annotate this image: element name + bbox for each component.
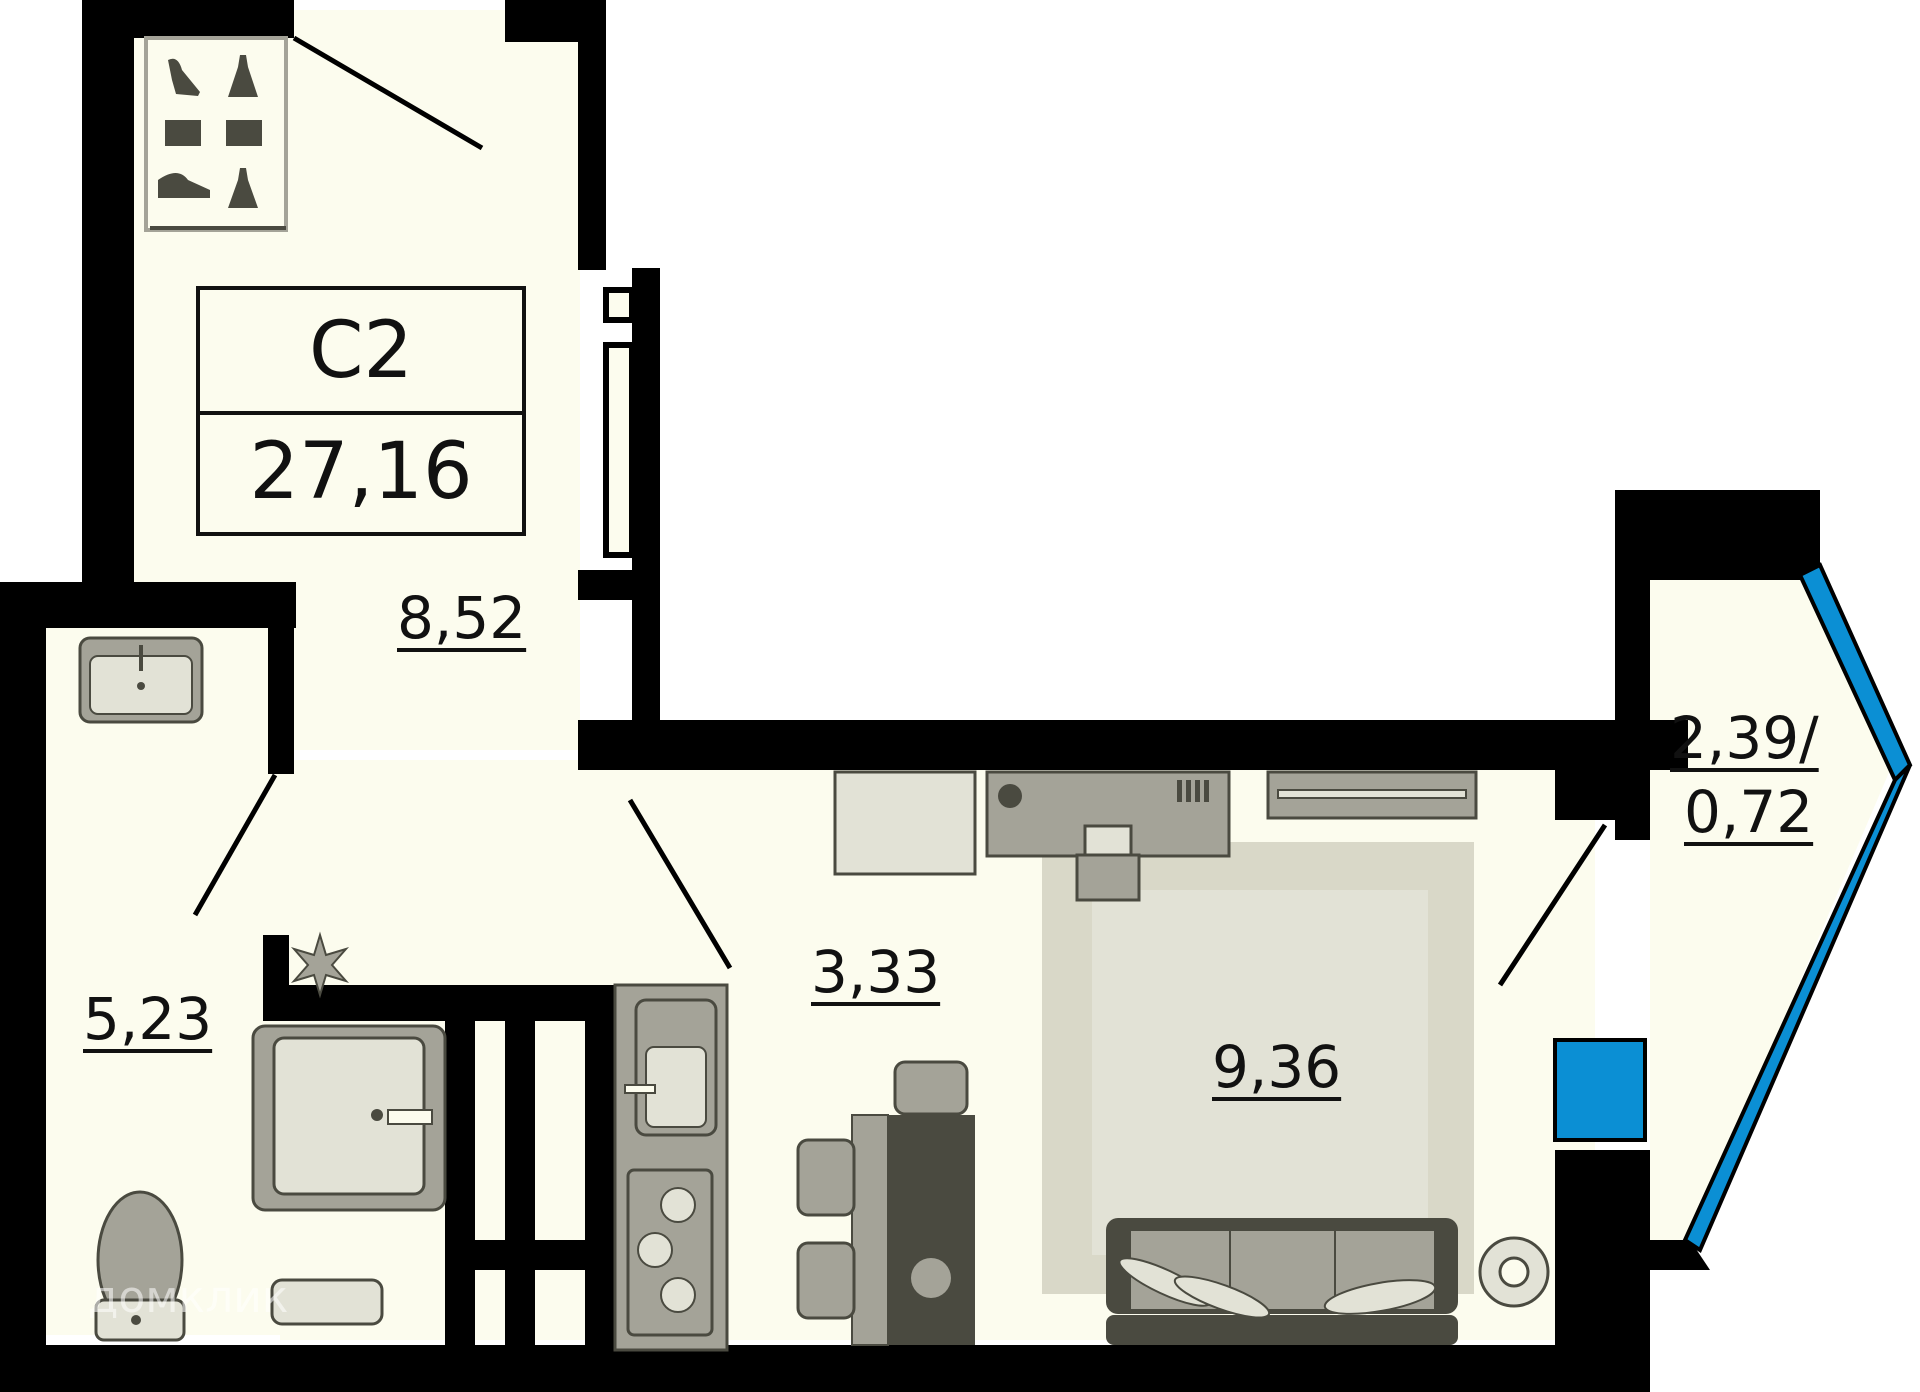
living-area-label: 9,36 (1212, 1033, 1342, 1101)
tv-stand (1266, 770, 1478, 820)
kitchen-fixtures (613, 983, 975, 1352)
shower-tray (251, 1024, 447, 1212)
wall-window-right (632, 268, 660, 748)
cooktop (626, 1168, 714, 1337)
balcony-area-label-line2: 0,72 (1684, 778, 1814, 846)
total-area: 27,16 (249, 426, 473, 517)
wall-closet-top (263, 985, 593, 1021)
door-swings (192, 35, 1608, 987)
balcony-floor (1650, 580, 1890, 1240)
wall-closet-bar1 (445, 1240, 605, 1270)
floor-lamp-icon (1478, 1236, 1550, 1308)
wall-left-bath (0, 582, 46, 1392)
balcony-area-label-line1: 2,39/ (1670, 704, 1819, 772)
wall-closet-col2 (505, 1021, 535, 1345)
walls (0, 0, 1820, 1392)
toilet (94, 1190, 186, 1342)
apartment-label-box: С2 27,16 (196, 286, 526, 536)
briefcase-icon (165, 120, 201, 146)
sofa (1106, 1218, 1458, 1345)
kitchen-area-label: 3,33 (811, 938, 941, 1006)
bath-mat (270, 1278, 384, 1326)
hall-window (603, 287, 635, 558)
wall-bath-top (0, 582, 296, 628)
wall-living-right (1555, 720, 1615, 820)
wall-hall-right (578, 0, 606, 270)
dress-icon (228, 55, 258, 97)
sneaker-icon (158, 173, 210, 198)
dress-icon (228, 168, 258, 208)
wall-balcony-left-lower (1555, 1150, 1650, 1392)
living-fixtures (833, 770, 1550, 1345)
decor-flower-icon (290, 931, 350, 999)
heel-shoe-icon (168, 58, 200, 96)
hallway-area-label: 8,52 (397, 584, 527, 652)
wall-bath-partition (268, 582, 294, 774)
desk (985, 770, 1231, 902)
balcony-window (1553, 562, 1913, 1253)
rug-inner (1092, 890, 1428, 1255)
books-icon (1177, 780, 1209, 802)
apartment-type: С2 (200, 290, 522, 415)
wall-closet-left (263, 935, 289, 1020)
wardrobe (144, 36, 288, 232)
wardrobe-icons (158, 55, 262, 208)
bathroom-area-label: 5,23 (83, 985, 213, 1053)
kitchen-sink (624, 998, 718, 1137)
balcony-door-glass (1553, 1038, 1647, 1142)
bathroom-fixtures (78, 636, 447, 1342)
fridge (833, 770, 977, 876)
wall-bottom (0, 1345, 1650, 1392)
watermark-logo: домклик (88, 1272, 289, 1323)
briefcase-icon (226, 120, 262, 146)
wall-closet-col1 (445, 1021, 475, 1345)
dining-table (796, 1060, 975, 1346)
wall-balcony-left (1615, 490, 1650, 840)
wall-closet-col3 (585, 985, 615, 1345)
sink (78, 636, 204, 724)
wall-mid (578, 720, 1688, 770)
wall-left-hall (82, 0, 134, 590)
